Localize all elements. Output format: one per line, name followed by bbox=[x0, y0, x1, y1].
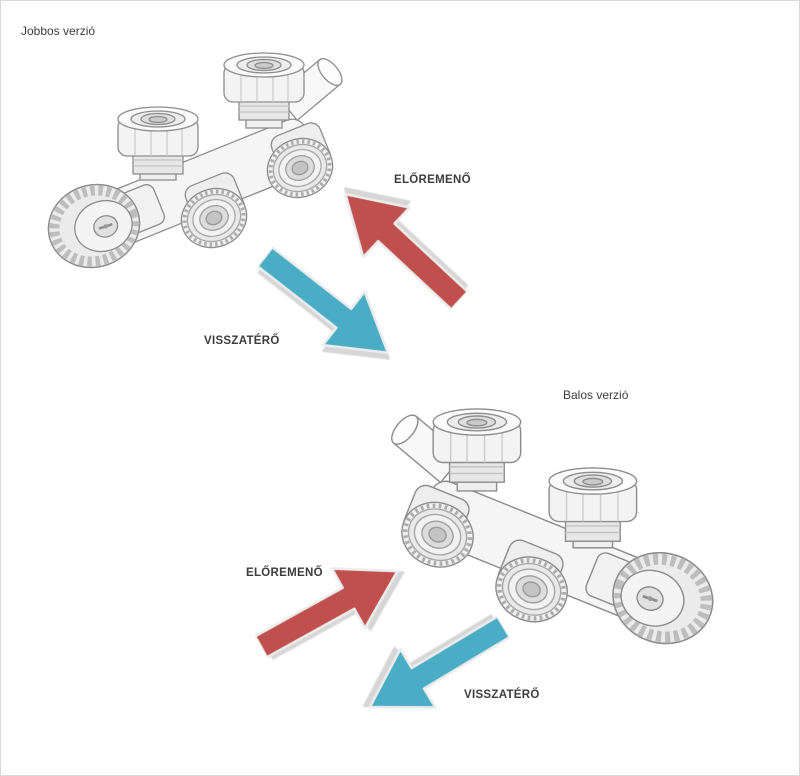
return-flow-label: VISSZATÉRŐ bbox=[204, 335, 280, 347]
return-flow-label: VISSZATÉRŐ bbox=[464, 689, 540, 701]
supply-arrow-icon bbox=[317, 164, 486, 329]
return-arrow-icon bbox=[347, 594, 523, 742]
supply-arrow-shape bbox=[253, 567, 399, 659]
return-arrow-icon bbox=[242, 227, 415, 385]
return-arrow-shape bbox=[256, 246, 390, 355]
valve-left-version-illustration bbox=[373, 401, 723, 664]
right-version-title: Jobbos verzió bbox=[21, 24, 96, 38]
return-arrow-shape bbox=[368, 615, 512, 709]
supply-arrow-shape bbox=[344, 192, 469, 311]
supply-flow-label: ELŐREMENŐ bbox=[394, 174, 471, 186]
supply-arrow-icon bbox=[243, 536, 420, 680]
supply-flow-label: ELŐREMENŐ bbox=[246, 567, 323, 579]
left-version-title: Balos verzió bbox=[563, 388, 629, 402]
